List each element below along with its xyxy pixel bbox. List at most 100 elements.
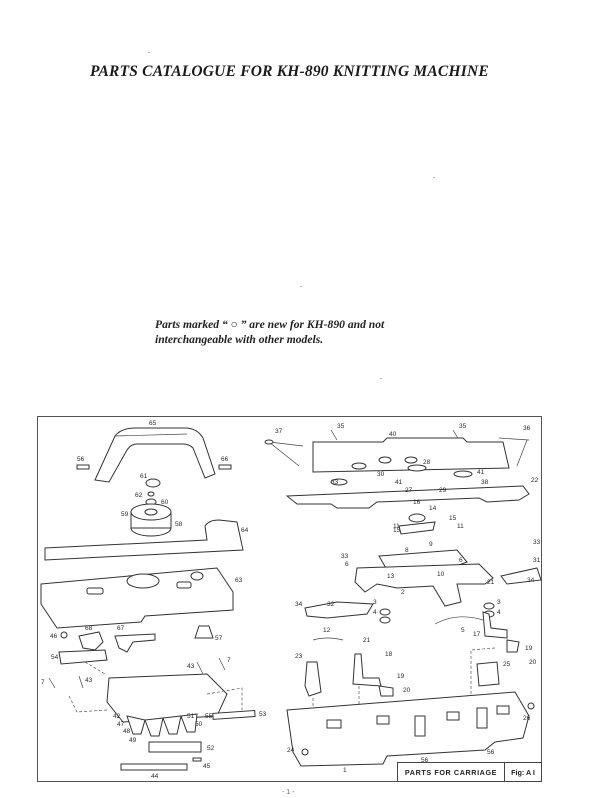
plate-31 [500, 567, 542, 585]
callout-13: 13 [387, 573, 395, 580]
scan-speck [380, 378, 382, 379]
bar-44 [120, 763, 188, 771]
callout-12: 12 [323, 627, 331, 634]
callout-37: 37 [275, 428, 283, 435]
page-title: PARTS CATALOGUE FOR KH-890 KNITTING MACH… [90, 63, 489, 80]
callout-8: 8 [405, 547, 409, 554]
plate-2 [354, 563, 494, 607]
callout-56-right: 56 [487, 749, 495, 756]
callout-42: 42 [113, 713, 121, 720]
callout-43-right: 43 [187, 663, 195, 670]
callout-1: 1 [343, 767, 347, 774]
callout-64: 64 [241, 527, 249, 534]
callout-19-left: 19 [397, 673, 405, 680]
figure-caption-box: PARTS FOR CARRIAGE Fig: A I [397, 762, 542, 782]
callout-55: 55 [205, 713, 213, 720]
scan-speck [300, 286, 302, 287]
callout-34-left: 34 [295, 601, 303, 608]
callout-4-right: 4 [497, 609, 501, 616]
callout-3-right: 3 [497, 599, 501, 606]
callout-24: 24 [287, 747, 295, 754]
callout-27: 27 [405, 487, 413, 494]
callout-17: 17 [473, 631, 481, 638]
callout-38: 38 [481, 479, 489, 486]
scan-speck [433, 177, 435, 178]
callout-18: 18 [385, 651, 393, 658]
callout-49: 49 [129, 737, 137, 744]
callout-33-right: 33 [533, 539, 541, 546]
callout-63: 63 [235, 577, 243, 584]
callout-48: 48 [123, 728, 131, 735]
callout-26: 26 [523, 715, 531, 722]
block-25 [476, 661, 500, 687]
callout-11-left: 11 [393, 523, 400, 530]
base-plate-63 [40, 567, 234, 629]
callout-65: 65 [149, 420, 157, 427]
callout-56-left: 56 [421, 757, 429, 764]
plate-64 [44, 519, 244, 561]
bracket-54 [58, 649, 108, 665]
callout-20-right: 20 [529, 659, 537, 666]
callout-30: 30 [377, 471, 385, 478]
page-number: - 1 - [282, 789, 295, 796]
bracket-18 [352, 653, 382, 687]
callout-57: 57 [215, 635, 223, 642]
callout-33-left: 33 [341, 553, 349, 560]
callout-34-right: 34 [527, 577, 535, 584]
callout-10: 10 [437, 571, 445, 578]
handle-part [94, 427, 216, 483]
callout-51: 51 [187, 713, 195, 720]
callout-23: 23 [295, 653, 303, 660]
callout-11-right: 11 [457, 523, 464, 530]
tension-dial [130, 503, 172, 537]
callout-52: 52 [207, 745, 215, 752]
callout-21-mid: 21 [363, 637, 371, 644]
callout-29: 29 [439, 487, 447, 494]
callout-56: 56 [77, 456, 85, 463]
callout-62: 62 [135, 492, 143, 499]
callout-35-left: 35 [337, 423, 345, 430]
callout-25: 25 [503, 661, 511, 668]
callout-59: 59 [121, 511, 129, 518]
callout-7-right: 7 [227, 657, 231, 664]
callout-61: 61 [140, 473, 148, 480]
figure-frame [37, 416, 542, 782]
callout-32: 32 [327, 601, 335, 608]
callout-28: 28 [423, 459, 431, 466]
callout-47: 47 [117, 721, 125, 728]
callout-46: 46 [50, 633, 58, 640]
callout-16: 16 [413, 499, 421, 506]
callout-35-right: 35 [459, 423, 467, 430]
callout-40: 40 [389, 431, 397, 438]
callout-7-left: 7 [41, 679, 45, 686]
plate-22 [285, 485, 530, 509]
callout-6-right: 6 [459, 557, 463, 564]
callout-31: 31 [533, 557, 541, 564]
callout-21-top: 21 [487, 579, 495, 586]
callout-60: 60 [161, 499, 169, 506]
carriage-base-plate-1 [286, 691, 530, 767]
note-line-2: interchangeable with other models. [155, 332, 324, 346]
figure-caption: PARTS FOR CARRIAGE [398, 763, 505, 781]
lever-68 [78, 631, 104, 651]
figure-number: Fig: A I [511, 767, 535, 777]
callout-53: 53 [259, 711, 267, 718]
callout-50: 50 [195, 721, 203, 728]
bracket-17 [482, 611, 508, 639]
callout-36: 36 [523, 425, 531, 432]
note-line-1: Parts marked “ ○ ” are new for KH-890 an… [155, 318, 385, 331]
callout-68: 68 [85, 625, 93, 632]
callout-45: 45 [203, 763, 211, 770]
plate-32 [304, 601, 374, 619]
exploded-parts-diagram: 65 56 66 61 62 60 59 58 64 63 68 67 57 4… [40, 420, 542, 780]
callout-67: 67 [117, 625, 125, 632]
callout-2: 2 [401, 589, 405, 596]
callout-44: 44 [151, 773, 159, 780]
callout-4-left: 4 [373, 609, 377, 616]
scan-speck [148, 52, 150, 53]
bracket-23 [304, 661, 322, 697]
callout-15-left: 15 [393, 527, 401, 534]
block-52 [148, 741, 202, 753]
pin-56 [76, 464, 90, 470]
callout-6-left: 6 [345, 561, 349, 568]
